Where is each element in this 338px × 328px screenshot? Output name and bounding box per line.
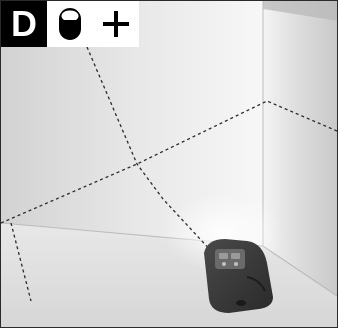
horizontal-laser-line [1,100,337,224]
vertical-laser-line-left [10,222,32,302]
left-wall [1,1,263,246]
plus-icon [93,1,139,47]
right-wall [263,1,337,296]
floor-edge-right [262,245,337,297]
panel-letter: D [1,1,47,47]
laser-level-device [204,239,273,313]
panel-legend: D [1,1,139,47]
ceiling [263,1,337,21]
mouse-icon [47,1,93,47]
